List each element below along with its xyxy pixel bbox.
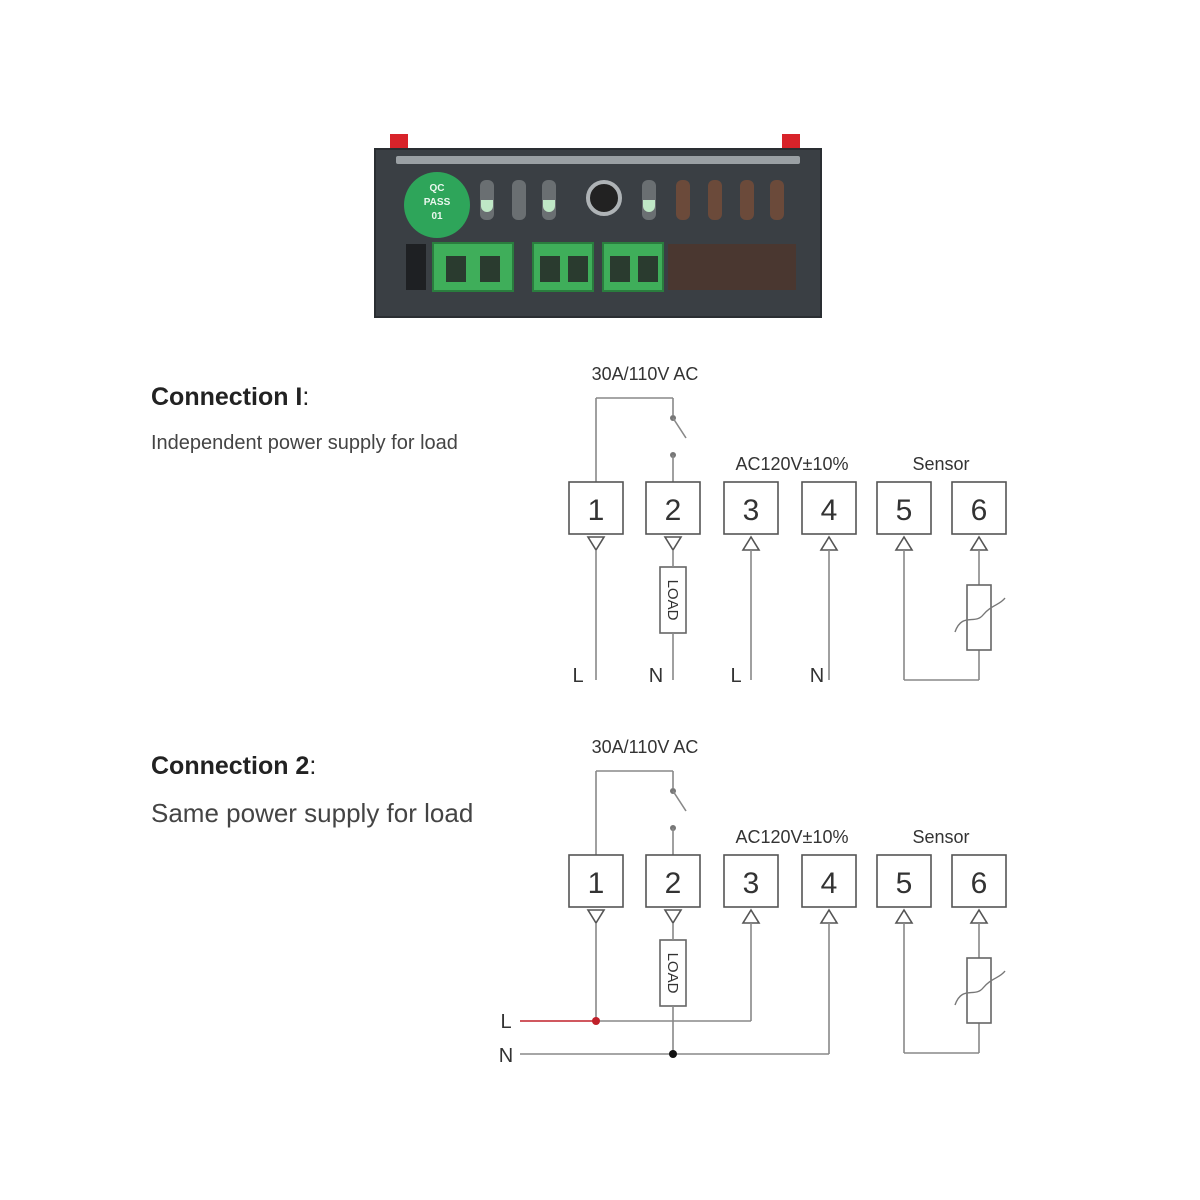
terminal-1-box xyxy=(568,854,624,908)
output-arrow-icon xyxy=(586,536,606,552)
terminal-block xyxy=(432,242,514,292)
connection-2-title: Connection 2: xyxy=(151,752,317,780)
output-arrow-icon xyxy=(586,909,606,925)
input-arrow-icon xyxy=(819,535,839,551)
device-rail xyxy=(396,156,800,164)
terminal-3-number: 3 xyxy=(743,494,760,527)
relay-switch xyxy=(672,417,687,439)
sensor-label: Sensor xyxy=(912,454,969,474)
load-label: LOAD xyxy=(664,953,681,994)
neutral-junction-dot xyxy=(669,1050,677,1058)
terminal-6-box xyxy=(951,481,1007,535)
terminal-2-number: 2 xyxy=(665,494,682,527)
terminal-1-number: 1 xyxy=(588,867,605,900)
terminal-block xyxy=(532,242,594,292)
connection-2-description: Same power supply for load xyxy=(151,798,474,828)
terminal-2-box xyxy=(645,481,701,535)
controller-device-photo: QC PASS 01 xyxy=(374,148,822,318)
qc-pass-sticker: QC PASS 01 xyxy=(404,172,470,238)
terminal-2-number: 2 xyxy=(665,867,682,900)
thermistor-box xyxy=(966,584,992,651)
load-label: LOAD xyxy=(664,580,681,621)
sensor-jack xyxy=(586,180,622,216)
device-slot xyxy=(406,244,426,290)
connection-1-title: Connection I: xyxy=(151,383,310,411)
terminal-4-box xyxy=(801,481,857,535)
indicator-led xyxy=(512,180,526,220)
display-digit xyxy=(770,180,784,220)
live-junction-dot xyxy=(592,1017,600,1025)
terminal-6-number: 6 xyxy=(971,494,988,527)
badge-line: 01 xyxy=(431,211,443,222)
display-digit xyxy=(676,180,690,220)
line-label: L xyxy=(572,665,583,687)
output-arrow-icon xyxy=(663,536,683,552)
line-label: N xyxy=(649,665,663,687)
connection-1-description: Independent power supply for load xyxy=(151,432,458,454)
badge-line: QC xyxy=(429,183,445,194)
line-label: L xyxy=(730,665,741,687)
input-arrow-icon xyxy=(819,908,839,924)
line-label: N xyxy=(499,1045,513,1067)
terminal-5-box xyxy=(876,481,932,535)
thermistor-curve xyxy=(954,597,1006,633)
terminal-4-number: 4 xyxy=(821,867,838,900)
input-arrow-icon xyxy=(969,535,989,551)
relay-rating-label: 30A/110V AC xyxy=(592,364,699,384)
indicator-led xyxy=(642,180,656,220)
thermistor-curve xyxy=(954,970,1006,1006)
indicator-led xyxy=(542,180,556,220)
supply-voltage-label: AC120V±10% xyxy=(736,827,849,847)
line-label: L xyxy=(500,1011,511,1033)
indicator-led xyxy=(480,180,494,220)
terminal-3-number: 3 xyxy=(743,867,760,900)
relay-rating-label: 30A/110V AC xyxy=(592,737,699,757)
mounting-clip-right xyxy=(782,134,800,148)
terminal-6-box xyxy=(951,854,1007,908)
terminal-3-box xyxy=(723,854,779,908)
input-arrow-icon xyxy=(894,908,914,924)
terminal-block xyxy=(602,242,664,292)
terminal-3-box xyxy=(723,481,779,535)
mounting-clip-left xyxy=(390,134,408,148)
terminal-2-box xyxy=(645,854,701,908)
display-digit xyxy=(708,180,722,220)
line-label: N xyxy=(810,665,824,687)
terminal-4-number: 4 xyxy=(821,494,838,527)
relay-switch xyxy=(672,790,687,812)
terminal-1-number: 1 xyxy=(588,494,605,527)
terminal-5-box xyxy=(876,854,932,908)
display-digit xyxy=(740,180,754,220)
output-arrow-icon xyxy=(663,909,683,925)
input-arrow-icon xyxy=(969,908,989,924)
badge-line: PASS xyxy=(423,197,451,208)
sensor-label: Sensor xyxy=(912,827,969,847)
supply-voltage-label: AC120V±10% xyxy=(736,454,849,474)
input-arrow-icon xyxy=(894,535,914,551)
input-arrow-icon xyxy=(741,535,761,551)
terminal-6-number: 6 xyxy=(971,867,988,900)
terminal-5-number: 5 xyxy=(896,867,913,900)
display-window xyxy=(668,244,796,290)
terminal-1-box xyxy=(568,481,624,535)
input-arrow-icon xyxy=(741,908,761,924)
terminal-4-box xyxy=(801,854,857,908)
terminal-5-number: 5 xyxy=(896,494,913,527)
